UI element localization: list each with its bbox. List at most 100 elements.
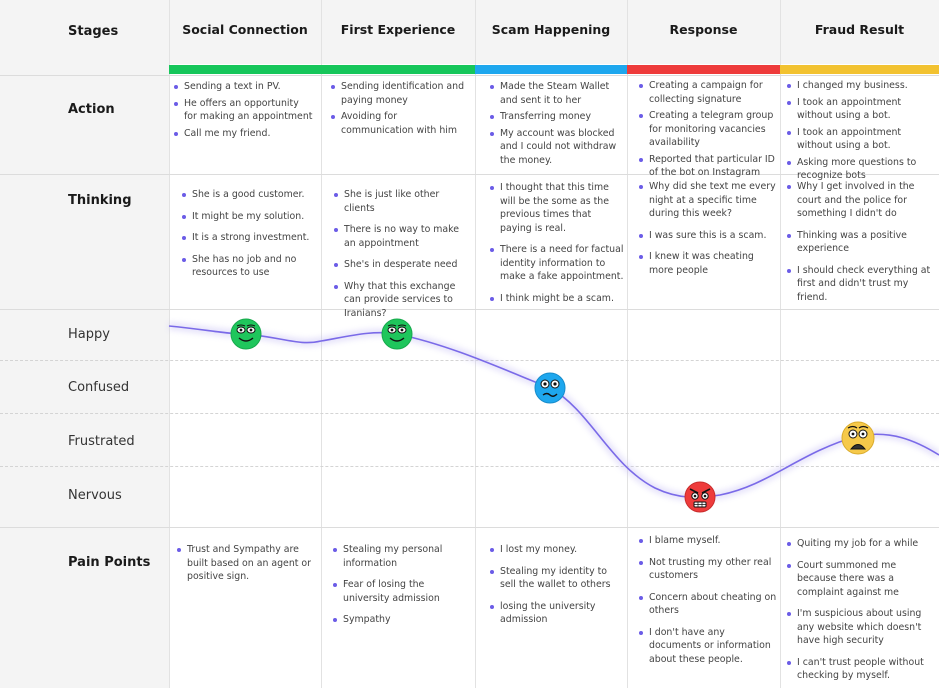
happy-face-icon <box>230 318 262 350</box>
bullet-item: I should check everything at first and d… <box>787 264 935 305</box>
stage-title-response: Response <box>669 22 738 37</box>
stage-color-bar <box>169 65 321 74</box>
bullet-item: Why I get involved in the court and the … <box>787 180 935 221</box>
thinking-bullets: I thought that this time will be the som… <box>490 181 624 305</box>
bullet-item: Why did she text me every night at a spe… <box>639 180 777 221</box>
bullet-item: Stealing my personal information <box>333 543 473 570</box>
bullet-item: Why that this exchange can provide servi… <box>334 280 470 321</box>
row-title-thinking: Thinking <box>68 193 132 208</box>
column-divider <box>780 0 781 688</box>
bullet-item: I don't have any documents or informatio… <box>639 626 777 667</box>
confused-face-icon <box>534 372 566 404</box>
emotion-label-frustrated: Frustrated <box>68 434 135 449</box>
row-divider <box>0 309 939 310</box>
bullet-item: I knew it was cheating more people <box>639 250 777 277</box>
bullet-item: Court summoned me because there was a co… <box>787 559 935 600</box>
row-divider <box>0 174 939 175</box>
bullet-item: It is a strong investment. <box>182 231 318 245</box>
emotion-curve-line <box>168 325 939 499</box>
action-bullets: Made the Steam Wallet and sent it to her… <box>490 80 622 167</box>
shocked-face-icon <box>841 421 875 455</box>
bullet-item: Avoiding for communication with him <box>331 110 469 137</box>
pain-bullets: I blame myself. Not trusting my other rea… <box>639 534 777 666</box>
stage-color-bar <box>321 65 475 74</box>
stages-label: Stages <box>68 24 119 39</box>
emotion-label-confused: Confused <box>68 380 130 395</box>
action-bullets: Sending a text in PV. He offers an opport… <box>174 80 314 140</box>
bullet-item: I thought that this time will be the som… <box>490 181 624 235</box>
thinking-bullets: She is a good customer. It might be my so… <box>182 188 318 280</box>
stage-header-band <box>169 0 939 64</box>
emotion-divider <box>0 466 939 467</box>
row-header-column <box>0 0 169 688</box>
bullet-item: He offers an opportunity for making an a… <box>174 97 314 124</box>
bullet-item: Call me my friend. <box>174 127 314 141</box>
bullet-item: I'm suspicious about using any website w… <box>787 607 935 648</box>
emotion-label-happy: Happy <box>68 327 110 342</box>
bullet-item: Trust and Sympathy are built based on an… <box>177 543 317 584</box>
bullet-item: losing the university admission <box>490 600 624 627</box>
bullet-item: Creating a campaign for collecting signa… <box>639 79 777 106</box>
pain-bullets: Trust and Sympathy are built based on an… <box>177 543 317 584</box>
row-divider <box>0 75 939 76</box>
column-divider <box>475 0 476 688</box>
bullet-item: Concern about cheating on others <box>639 591 777 618</box>
bullet-item: Made the Steam Wallet and sent it to her <box>490 80 622 107</box>
row-divider <box>0 527 939 528</box>
stage-title-scam-happening: Scam Happening <box>491 22 611 37</box>
happy-face-icon <box>381 318 413 350</box>
stage-color-bar <box>627 65 780 74</box>
bullet-item: I blame myself. <box>639 534 777 548</box>
bullet-item: There is no way to make an appointment <box>334 223 470 250</box>
bullet-item: Thinking was a positive experience <box>787 229 935 256</box>
bullet-item: I can't trust people without checking by… <box>787 656 935 683</box>
bullet-item: Sending identification and paying money <box>331 80 469 107</box>
emotion-curve-shadow <box>168 322 939 502</box>
bullet-item: I took an appointment without using a bo… <box>787 126 935 153</box>
bullet-item: I changed my business. <box>787 79 935 93</box>
bullet-item: Asking more questions to recognize bots <box>787 156 935 183</box>
action-bullets: I changed my business. I took an appointm… <box>787 79 935 183</box>
bullet-item: I lost my money. <box>490 543 624 557</box>
stage-color-bar <box>780 65 939 74</box>
bullet-item: Stealing my identity to sell the wallet … <box>490 565 624 592</box>
action-bullets: Creating a campaign for collecting signa… <box>639 79 777 180</box>
pain-bullets: I lost my money. Stealing my identity to … <box>490 543 624 627</box>
bullet-item: I think might be a scam. <box>490 292 624 306</box>
stage-title-social-connection: Social Connection <box>182 22 308 37</box>
bullet-item: Creating a telegram group for monitoring… <box>639 109 777 150</box>
bullet-item: It might be my solution. <box>182 210 318 224</box>
emotion-divider <box>0 413 939 414</box>
bullet-item: Sending a text in PV. <box>174 80 314 94</box>
bullet-item: Quiting my job for a while <box>787 537 935 551</box>
bullet-item: I took an appointment without using a bo… <box>787 96 935 123</box>
bullet-item: Fear of losing the university admission <box>333 578 473 605</box>
emotion-label-nervous: Nervous <box>68 488 122 503</box>
stage-title-fraud-result: Fraud Result <box>814 22 905 37</box>
bullet-item: She is just like other clients <box>334 188 470 215</box>
bullet-item: She has no job and no resources to use <box>182 253 318 280</box>
bullet-item: There is a need for factual identity inf… <box>490 243 624 284</box>
column-divider <box>627 0 628 688</box>
bullet-item: Transferring money <box>490 110 622 124</box>
row-title-pain-points: Pain Points <box>68 555 151 570</box>
emotion-divider <box>0 360 939 361</box>
stage-color-bar <box>475 65 627 74</box>
stage-title-first-experience: First Experience <box>340 22 456 37</box>
bullet-item: I was sure this is a scam. <box>639 229 777 243</box>
row-title-action: Action <box>68 102 115 117</box>
angry-face-icon <box>684 481 716 513</box>
bullet-item: Sympathy <box>333 613 473 627</box>
bullet-item: Reported that particular ID of the bot o… <box>639 153 777 180</box>
bullet-item: She's in desperate need <box>334 258 470 272</box>
column-divider <box>169 0 170 688</box>
bullet-item: Not trusting my other real customers <box>639 556 777 583</box>
thinking-bullets: Why I get involved in the court and the … <box>787 180 935 304</box>
bullet-item: She is a good customer. <box>182 188 318 202</box>
bullet-item: My account was blocked and I could not w… <box>490 127 622 168</box>
